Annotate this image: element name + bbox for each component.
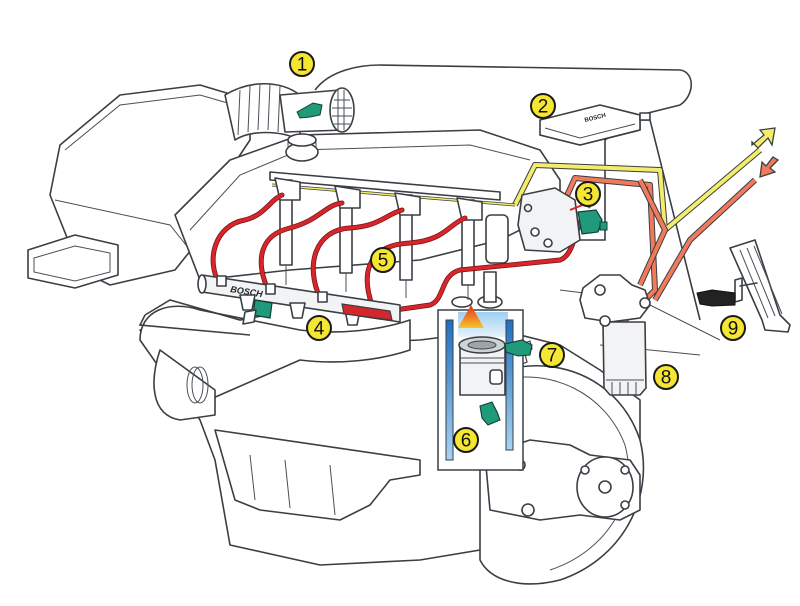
high-pressure-line [365,216,467,307]
cylinder-cutaway [437,271,524,471]
fuel-filter [579,274,651,396]
callout-number: 9 [728,319,739,340]
callout-3[interactable]: 3 [575,181,601,207]
callout-number: 4 [314,319,325,340]
callout-6[interactable]: 6 [453,427,479,453]
supply-arrow-icon [759,156,780,178]
high-pressure-pump [517,187,608,253]
callout-number: 1 [297,55,308,76]
callout-number: 2 [538,97,549,118]
pressure-limiting-valve [341,303,393,321]
callout-4[interactable]: 4 [306,315,332,341]
ecu-brand-label: BOSCH [584,113,606,124]
injector [456,197,483,300]
callout-number: 8 [661,368,672,389]
accelerator-pedal [696,239,791,333]
callout-7[interactable]: 7 [539,342,565,368]
high-pressure-line [211,193,284,287]
callout-9[interactable]: 9 [720,315,746,341]
cylinder-wall-right [505,319,514,451]
air-intake-snout [27,234,119,289]
injectors [269,171,509,300]
high-pressure-line [259,201,344,292]
cylinder-wall-left [445,319,454,461]
callout-5[interactable]: 5 [370,247,396,273]
return-arrow-icon [751,127,776,149]
callout-1[interactable]: 1 [289,51,315,77]
flow-arrows [751,127,780,178]
air-mass-meter [279,87,355,133]
crankshaft-sensor-icon [479,401,501,426]
callout-number: 7 [547,346,558,367]
fuel-return-line [513,148,762,232]
piston [458,336,506,396]
callout-number: 6 [461,431,472,452]
high-pressure-line [311,208,404,300]
callout-2[interactable]: 2 [530,93,556,119]
metering-valve [577,209,603,235]
engine-control-unit: BOSCH [539,104,651,146]
callout-number: 5 [378,251,389,272]
air-mass-sensor-icon [296,102,323,119]
callout-number: 3 [583,185,594,206]
callout-8[interactable]: 8 [653,364,679,390]
common-rail: BOSCH [197,274,401,326]
pedal-sensor-icon [696,289,736,307]
camshaft-sensor-icon [504,339,533,357]
oil-pan [214,429,421,521]
callouts: 1 2 3 4 5 6 7 8 [289,51,746,453]
combustion-flame-icon [458,305,484,328]
